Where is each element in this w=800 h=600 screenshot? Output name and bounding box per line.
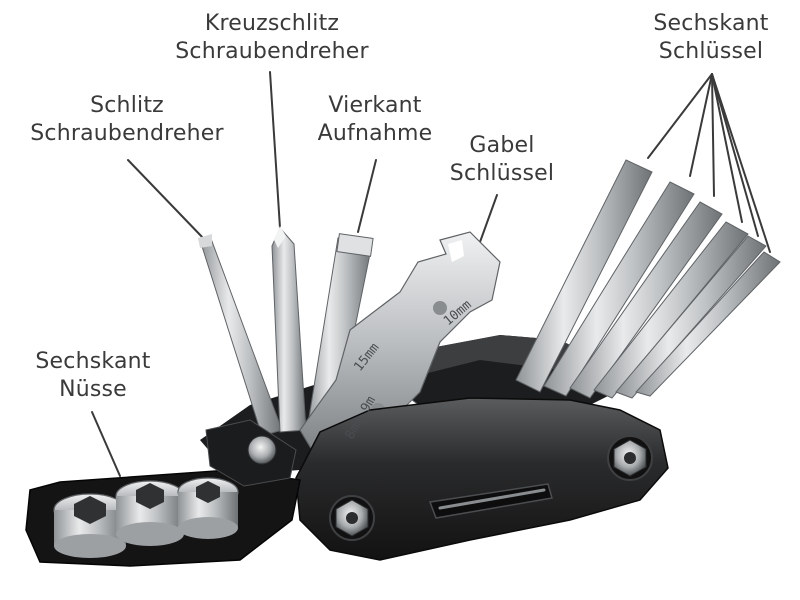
leader-kreuzschlitz [269, 71, 281, 229]
label-sechskant-schluessel: Sechskant Schlüssel [636, 10, 786, 66]
leader-hex-3 [711, 73, 715, 197]
label-schlitz: Schlitz Schraubendreher [12, 92, 242, 148]
label-gabel-line1: Gabel [469, 133, 535, 158]
bolt-right [607, 435, 653, 481]
label-gabel-line2: Schlüssel [449, 161, 555, 186]
label-sechskant-nuesse: Sechskant Nüsse [18, 348, 168, 404]
leader-vierkant [357, 159, 377, 233]
leader-hex-6 [711, 73, 771, 253]
label-sechskant-schluessel-line2: Schlüssel [658, 39, 764, 64]
leader-lines [91, 71, 771, 477]
label-schlitz-line1: Schlitz [90, 93, 164, 118]
leader-nuesse [91, 411, 121, 477]
leader-hex-2 [689, 73, 713, 177]
leader-schlitz [127, 159, 206, 241]
leader-hex-5 [711, 73, 759, 237]
socket-2 [115, 480, 185, 546]
label-vierkant-line1: Vierkant [328, 93, 422, 118]
label-schlitz-line2: Schraubendreher [30, 121, 224, 146]
leader-hex-1 [647, 73, 713, 159]
leader-hex-4 [711, 73, 743, 223]
label-gabel: Gabel Schlüssel [438, 132, 566, 188]
socket-1 [53, 493, 127, 558]
hex-keys [515, 159, 781, 399]
label-kreuzschlitz-line2: Schraubendreher [175, 39, 369, 64]
label-sechskant-nuesse-line1: Sechskant [35, 349, 151, 374]
phillips-screwdriver [271, 226, 307, 433]
label-sechskant-nuesse-line2: Nüsse [59, 377, 127, 402]
label-vierkant: Vierkant Aufnahme [300, 92, 450, 148]
label-vierkant-line2: Aufnahme [317, 121, 433, 146]
label-kreuzschlitz-line1: Kreuzschlitz [204, 11, 340, 36]
bolt-left [329, 495, 375, 541]
socket-3 [177, 477, 239, 539]
leader-gabel [479, 194, 498, 243]
front-body [295, 397, 669, 561]
label-kreuzschlitz: Kreuzschlitz Schraubendreher [162, 10, 382, 66]
label-sechskant-schluessel-line1: Sechskant [653, 11, 769, 36]
socket-tray [25, 419, 301, 567]
flat-screwdriver [198, 234, 283, 437]
